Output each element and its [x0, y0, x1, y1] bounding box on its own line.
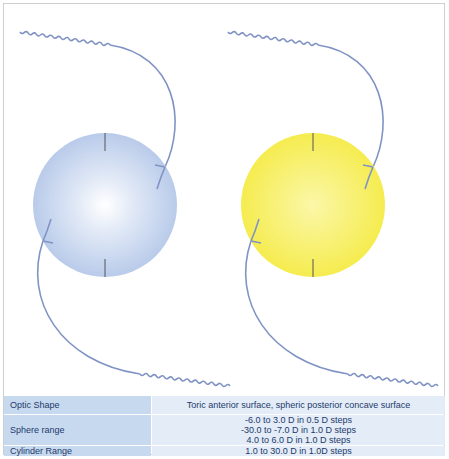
- table-cell-text: -30.0 to -7.0 D in 1.0 D steps: [241, 425, 356, 435]
- table-value-cell: 1.0 to 30.0 D in 1.0D steps: [152, 446, 445, 456]
- table-header-cell: Cylinder Range: [4, 446, 151, 456]
- haptic: [20, 32, 110, 46]
- haptic-junction: [363, 165, 373, 189]
- axis-mark: [313, 259, 314, 277]
- haptic: [140, 374, 230, 387]
- table-cell-text: Cylinder Range: [10, 446, 72, 456]
- haptic: [348, 374, 438, 387]
- axis-mark: [105, 259, 106, 277]
- frame: [4, 4, 445, 455]
- table-cell-text: -6.0 to 3.0 D in 0.5 D steps: [245, 415, 352, 425]
- table-cell-text: Sphere range: [10, 425, 65, 435]
- table-cell-text: 4.0 to 6.0 D in 1.0 D steps: [246, 435, 350, 445]
- table-cell-text: 1.0 to 30.0 D in 1.0D steps: [245, 446, 352, 456]
- table-value-cell: Toric anterior surface, spheric posterio…: [152, 396, 445, 414]
- haptic: [228, 32, 318, 46]
- axis-mark: [105, 133, 106, 151]
- optic: [33, 133, 177, 277]
- table-header-cell: Sphere range: [4, 415, 151, 445]
- table-value-cell: -6.0 to 3.0 D in 0.5 D steps-30.0 to -7.…: [152, 415, 445, 445]
- table-header-cell: Optic Shape: [4, 396, 151, 414]
- blue-lens: [20, 32, 230, 387]
- table-cell-text: Optic Shape: [10, 400, 60, 410]
- haptic-junction: [43, 219, 53, 243]
- haptic-junction: [251, 219, 261, 243]
- yellow-lens: [228, 32, 438, 387]
- axis-mark: [313, 133, 314, 151]
- optic: [241, 133, 385, 277]
- table-cell-text: Toric anterior surface, spheric posterio…: [187, 400, 411, 410]
- haptic-junction: [155, 165, 165, 189]
